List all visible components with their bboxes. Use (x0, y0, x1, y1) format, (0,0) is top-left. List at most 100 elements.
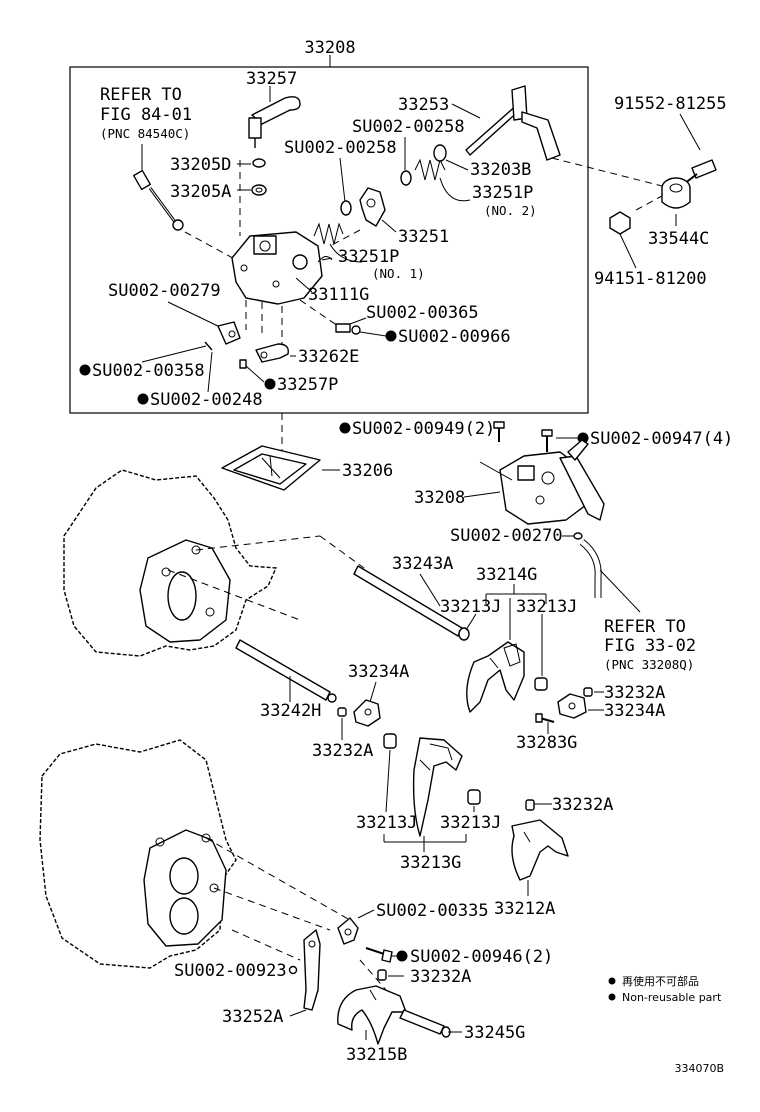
label-94151-81200: 94151-81200 (594, 269, 707, 289)
bushing-33213j-r (534, 677, 548, 691)
label-33205d: 33205D (170, 155, 231, 175)
label-su002-00358: SU002-00358 (92, 361, 205, 381)
shift-fork-33215b (337, 985, 407, 1045)
label-33205a: 33205A (170, 182, 231, 202)
shift-fork-33212a (511, 819, 569, 881)
label-su002-00279: SU002-00279 (108, 281, 221, 301)
legend: 再使用不可部品 Non-reusable part (608, 974, 722, 1004)
label-33215b: 33215B (346, 1045, 407, 1065)
label-su002-00966: SU002-00966 (398, 327, 511, 347)
shift-rod-33242h (235, 639, 337, 703)
shift-cable-rod (132, 169, 184, 231)
label-33253: 33253 (398, 95, 449, 115)
bolt-33283g (535, 713, 555, 723)
label-33252a: 33252A (222, 1007, 283, 1027)
svg-text:(PNC 33208Q): (PNC 33208Q) (604, 657, 694, 672)
pin-33232a-r (525, 799, 535, 811)
lever-33257 (248, 96, 301, 148)
diagram-code: 334070B (674, 1062, 724, 1075)
shift-rod-33243a (353, 565, 470, 641)
lever-33252a (303, 929, 321, 1011)
bolt-su002-00949 (493, 421, 505, 442)
legend-text-en: Non-reusable part (622, 991, 722, 1004)
detail-box (69, 66, 589, 414)
label-su002-00365: SU002-00365 (366, 303, 479, 323)
reference-note-84: REFER TO FIG 84-01 (PNC 84540C) (100, 85, 192, 141)
label-33245g: 33245G (464, 1023, 525, 1043)
label-33208-assembly: 33208 (414, 488, 465, 508)
nut-94151 (609, 211, 631, 235)
arm-33262e (255, 343, 289, 363)
plate-33206 (221, 445, 321, 491)
shift-housing-33111g (231, 231, 333, 305)
assembly-33208 (479, 439, 605, 525)
box-title: 33208 (304, 38, 355, 58)
bracket-su002-00279 (217, 321, 241, 345)
lever-33251 (359, 187, 386, 227)
svg-text:REFER TO: REFER TO (604, 617, 686, 637)
svg-text:FIG 33-02: FIG 33-02 (604, 636, 696, 656)
label-33262e: 33262E (298, 347, 359, 367)
label-su002-00949: SU002-00949(2) (352, 419, 495, 439)
label-su002-00248: SU002-00248 (150, 390, 263, 410)
label-33213j-4: 33213J (440, 813, 501, 833)
bolt-su002-00946 (365, 947, 393, 963)
label-33242h: 33242H (260, 701, 321, 721)
bushing-33213j-b (467, 789, 481, 805)
svg-text:REFER TO: REFER TO (100, 85, 182, 105)
svg-text:(PNC 84540C): (PNC 84540C) (100, 126, 190, 141)
bushing-33213j-a (383, 733, 397, 749)
pin-33257p (239, 359, 247, 369)
seal-33205a (251, 184, 267, 196)
label-33234a-2: 33234A (604, 701, 665, 721)
bolt-91552 (683, 159, 717, 185)
shift-fork-33213g (412, 737, 463, 837)
legend-bullet-1 (608, 977, 616, 985)
pin-33232a-lower (377, 969, 387, 981)
snap-ring-a (400, 170, 412, 186)
clip-su002-00923 (288, 965, 298, 975)
bolt-su002-00947 (541, 429, 553, 452)
reference-note-33: REFER TO FIG 33-02 (PNC 33208Q) (604, 617, 696, 672)
snap-ring-b (340, 200, 352, 216)
bushing-33203b (433, 144, 447, 162)
label-33232a-4: 33232A (410, 967, 471, 987)
bracket-su002-00335 (337, 917, 359, 945)
label-33213j-2: 33213J (516, 597, 577, 617)
pin-33232a-left (337, 707, 347, 717)
label-33213j-1: 33213J (440, 597, 501, 617)
label-su002-00923: SU002-00923 (174, 961, 287, 981)
label-33251p-no2: 33251P (472, 183, 533, 203)
shift-shaft-33253 (465, 85, 561, 161)
svg-text:FIG 84-01: FIG 84-01 (100, 105, 192, 125)
label-su002-00946: SU002-00946(2) (410, 947, 553, 967)
label-su002-00947: SU002-00947(4) (590, 429, 733, 449)
label-33544c: 33544C (648, 229, 709, 249)
transmission-case-lower (39, 739, 237, 969)
label-91552-81255: 91552-81255 (614, 94, 727, 114)
damper-33544c (661, 177, 691, 209)
transmission-case-upper (63, 469, 278, 657)
label-33212a: 33212A (494, 899, 555, 919)
label-33251: 33251 (398, 227, 449, 247)
spring-33251p-no2 (414, 158, 446, 181)
label-33243a: 33243A (392, 554, 453, 574)
label-33111g: 33111G (308, 285, 369, 305)
label-su002-00270: SU002-00270 (450, 526, 563, 546)
shift-fork-33214g (466, 641, 525, 713)
block-33234a-left (353, 699, 381, 727)
spring-33251p-no1 (313, 222, 344, 245)
label-33257p: 33257P (277, 375, 338, 395)
label-33203b: 33203B (470, 160, 531, 180)
bolt-su002-00966 (335, 323, 361, 335)
label-33257: 33257 (246, 69, 297, 89)
label-33206: 33206 (342, 461, 393, 481)
label-33283g: 33283G (516, 733, 577, 753)
label-33232a-2: 33232A (312, 741, 373, 761)
label-33213g: 33213G (400, 853, 461, 873)
label-no2: (NO. 2) (484, 203, 537, 218)
label-su002-00258-b: SU002-00258 (284, 138, 397, 158)
label-33232a-1: 33232A (604, 683, 665, 703)
